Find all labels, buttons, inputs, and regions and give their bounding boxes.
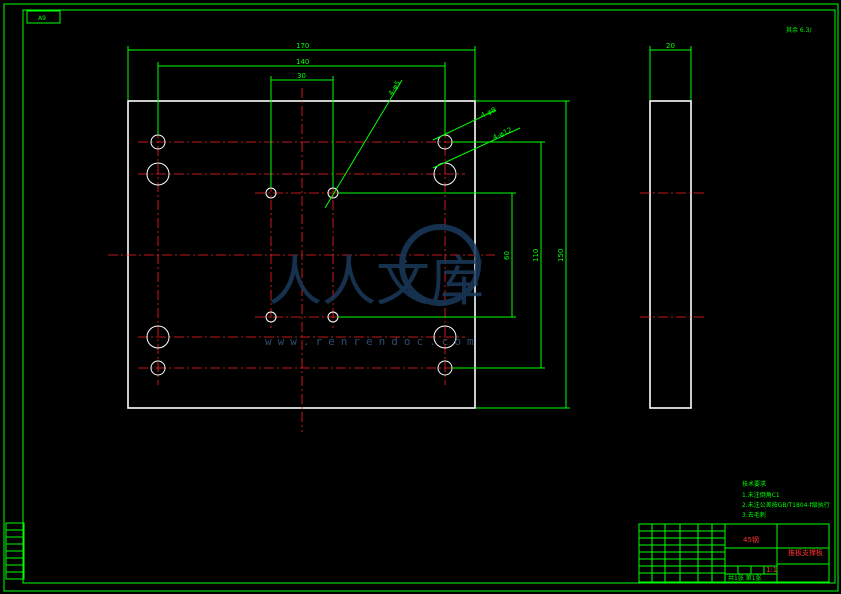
hole-phi12 — [146, 325, 170, 349]
watermark-url: www.renrendoc.com — [265, 335, 480, 348]
material: 45钢 — [743, 535, 759, 544]
watermark: 人人文库 www.renrendoc.com — [265, 224, 484, 348]
tech-req-line: 2.未注公差按GB/T1804-f级执行 — [742, 501, 830, 509]
dim-150: 150 — [557, 249, 565, 262]
dim-20: 20 — [666, 42, 675, 50]
sheet-tag: A9 — [38, 15, 46, 22]
tech-req-line: 1.未注倒角C1 — [742, 491, 780, 499]
tech-req-line: 3.去毛刺 — [742, 511, 766, 519]
dim-110: 110 — [532, 249, 540, 262]
callout-phi8: 4-φ8 — [479, 106, 497, 120]
plate-side-view — [649, 100, 692, 409]
watermark-logo-icon — [399, 224, 481, 306]
dimension-lines — [127, 46, 692, 409]
callout-phi12: 4-φ12 — [491, 126, 513, 142]
watermark-text: 人人文库 — [268, 250, 484, 313]
part-name: 推板支撑板 — [788, 548, 823, 557]
hole-phi8 — [150, 360, 166, 376]
hole-phi12 — [433, 325, 457, 349]
outer-border — [3, 3, 839, 592]
dim-140: 140 — [296, 58, 309, 66]
scale-value: 1:1 — [766, 566, 777, 574]
hole-phi5 — [265, 311, 277, 323]
dim-60: 60 — [503, 251, 511, 260]
sheet-count: 共1张 第1张 — [728, 574, 762, 582]
hole-phi12 — [146, 162, 170, 186]
title-block — [638, 523, 830, 583]
callout-phi5: 4-φ5 — [387, 79, 402, 97]
margin-stamp — [5, 522, 25, 580]
sheet-tag-box — [26, 10, 61, 24]
centerlines — [108, 88, 495, 432]
dim-170: 170 — [296, 42, 309, 50]
roughness-note: 其余 6.3/ — [786, 26, 812, 34]
dim-30: 30 — [297, 72, 306, 80]
tech-req-title: 技术要求 — [742, 480, 766, 488]
inner-border — [22, 9, 836, 584]
